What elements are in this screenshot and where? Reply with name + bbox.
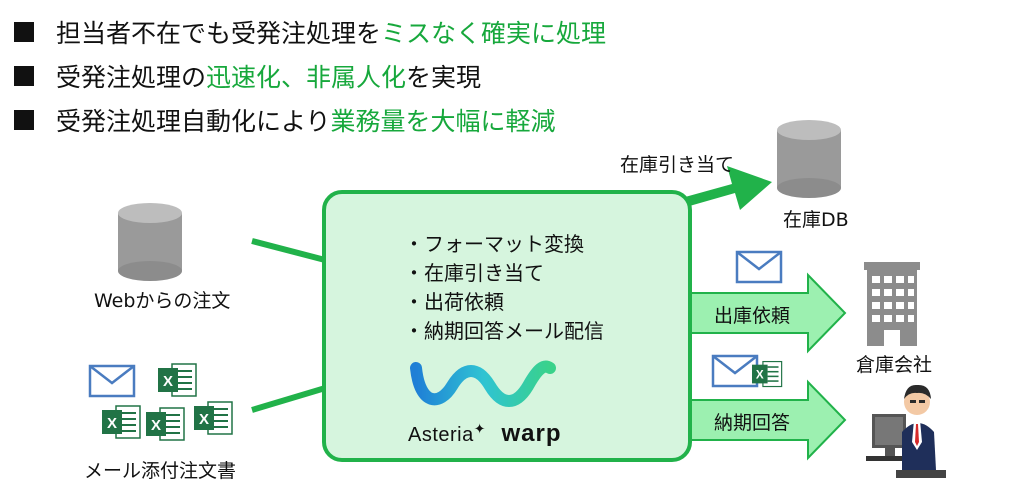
excel-icon: X [101, 405, 141, 439]
stock-allocation-label: 在庫引き当て [620, 154, 735, 176]
bullet-square-icon [14, 22, 34, 42]
bullet-square-icon [14, 66, 34, 86]
excel-icon: X [157, 363, 197, 397]
bullet-3-text: 受発注処理自動化により [56, 107, 331, 136]
bullet-2-after: を実現 [406, 63, 482, 92]
bullet-1-highlight: ミスなく確実に処理 [381, 19, 607, 48]
stock-db-label: 在庫DB [783, 209, 849, 231]
staff-person-icon [866, 384, 946, 478]
shipping-mail-icon [735, 250, 783, 284]
bullet-line-1: 担当者不在でも受発注処理をミスなく確実に処理 [14, 10, 606, 54]
bullet-list: 担当者不在でも受発注処理をミスなく確実に処理 受発注処理の迅速化、非属人化を実現… [14, 10, 606, 142]
stock-database-icon [777, 120, 841, 198]
svg-text:X: X [756, 369, 764, 382]
mail-icon [88, 364, 136, 398]
shipping-request-arrow [673, 272, 847, 354]
bullet-square-icon [14, 110, 34, 130]
logo-wordmark: Asteria✦ warp [408, 420, 562, 448]
warehouse-building-icon [864, 262, 920, 346]
processing-box: ・フォーマット変換 ・在庫引き当て ・出荷依頼 ・納期回答メール配信 Aster… [322, 190, 692, 462]
svg-text:X: X [163, 373, 173, 390]
bullet-3-highlight: 業務量を大幅に軽減 [330, 107, 556, 136]
shipping-request-label: 出庫依頼 [714, 305, 791, 327]
excel-icon: X [145, 407, 185, 441]
bullet-1-text: 担当者不在でも受発注処理を [56, 19, 382, 48]
web-order-database-icon [118, 203, 182, 281]
bullet-2-highlight: 迅速化、非属人化 [206, 63, 407, 92]
delivery-reply-label: 納期回答 [714, 412, 791, 434]
excel-icon: X [193, 401, 233, 435]
svg-text:X: X [151, 417, 161, 434]
process-item: ・納期回答メール配信 [404, 319, 604, 343]
mail-order-label: メール添付注文書 [84, 460, 237, 482]
bullet-line-3: 受発注処理自動化により業務量を大幅に軽減 [14, 98, 606, 142]
logo-text-warp: warp [501, 420, 562, 447]
delivery-reply-arrow [673, 379, 847, 461]
mail-order-icons: X X X X [88, 363, 233, 441]
logo-text-asteria: Asteria [408, 424, 474, 446]
reply-mail-icon [711, 354, 759, 388]
asteria-warp-logo-icon [410, 360, 556, 407]
sparkle-icon: ✦ [473, 420, 486, 437]
process-item: ・在庫引き当て [404, 261, 544, 285]
svg-text:X: X [107, 415, 117, 432]
reply-excel-icon: X [751, 360, 783, 388]
bullet-2-text: 受発注処理の [56, 63, 207, 92]
svg-text:X: X [199, 411, 209, 428]
bullet-line-2: 受発注処理の迅速化、非属人化を実現 [14, 54, 606, 98]
process-item: ・フォーマット変換 [404, 232, 584, 256]
process-item: ・出荷依頼 [404, 290, 504, 314]
process-list: ・フォーマット変換 ・在庫引き当て ・出荷依頼 ・納期回答メール配信 [404, 230, 604, 346]
web-order-label: Webからの注文 [94, 290, 231, 312]
warehouse-label: 倉庫会社 [856, 354, 933, 376]
